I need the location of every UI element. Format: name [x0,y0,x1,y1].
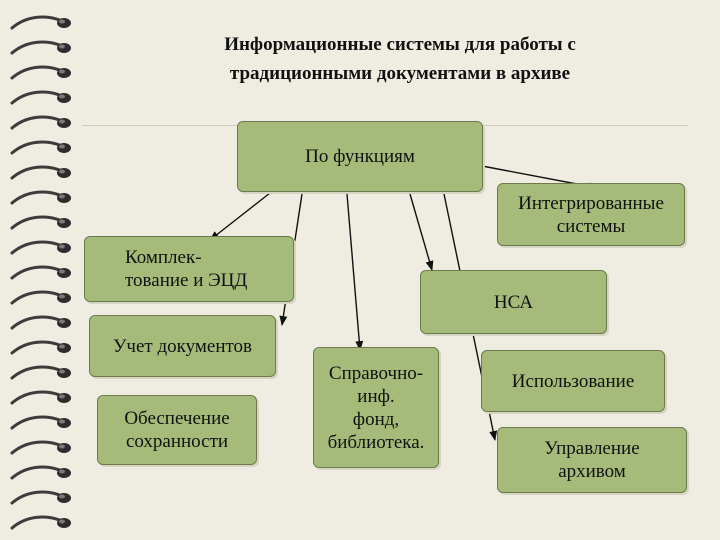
binding-ring [10,365,71,380]
binding-ring [10,415,71,430]
spiral-binding [10,15,71,530]
binding-ring [10,340,71,355]
binding-ring [10,490,71,505]
arrow-to-reference [346,193,364,351]
binding-ring [10,165,71,180]
node-archive-management-label: Управление архивом [544,438,640,482]
node-reference-library-label: Справочно- инф. фонд, библиотека. [327,362,425,453]
node-preservation-label: Обеспечение сохранности [124,408,230,452]
node-nsa: НСА [420,270,607,334]
node-integrated-systems-label: Интегрированные системы [518,192,664,237]
slide-title: Информационные системы для работы с трад… [110,30,690,88]
title-line-2: традиционными документами в архиве [229,63,571,84]
node-integrated-systems: Интегрированные системы [497,183,685,246]
node-usage: Использование [481,350,665,412]
node-accounting: Учет документов [89,315,276,377]
node-preservation: Обеспечение сохранности [97,395,257,465]
arrow-to-nsa [409,193,434,271]
binding-ring [10,215,71,230]
binding-ring [10,515,71,530]
node-acquisition: Комплек- тование и ЭЦД [84,236,294,302]
binding-ring [10,65,71,80]
node-by-function: По функциям [237,121,483,192]
binding-ring [10,290,71,305]
binding-ring [10,140,71,155]
arrow-to-acquisition [209,192,271,241]
node-usage-label: Использование [511,370,635,392]
node-by-function-label: По функциям [305,146,415,167]
binding-ring [10,265,71,280]
node-archive-management: Управление архивом [497,427,687,493]
binding-ring [10,390,71,405]
binding-ring [10,40,71,55]
node-reference-library: Справочно- инф. фонд, библиотека. [313,347,439,468]
node-accounting-label: Учет документов [112,335,253,357]
binding-ring [10,440,71,455]
binding-ring [10,240,71,255]
binding-ring [10,465,71,480]
node-nsa-label: НСА [493,291,534,313]
binding-ring [10,115,71,130]
binding-ring [10,90,71,105]
title-line-1: Информационные системы для работы с [224,34,576,55]
binding-ring [10,190,71,205]
binding-ring [10,315,71,330]
node-acquisition-label: Комплек- тование и ЭЦД [125,247,248,291]
binding-ring [10,15,71,30]
